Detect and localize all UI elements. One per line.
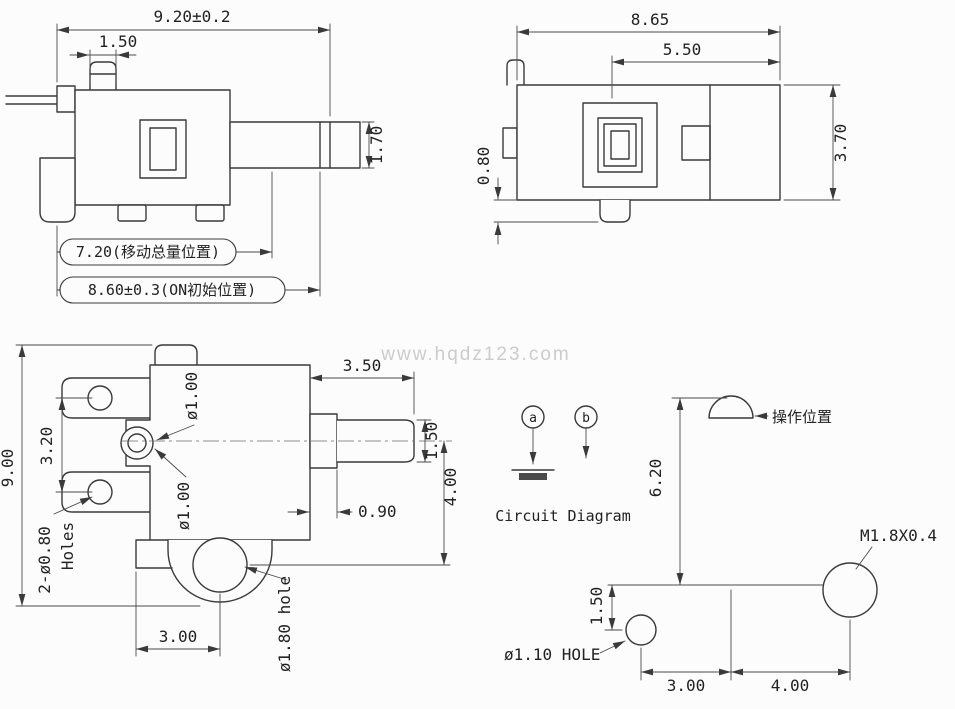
watermark-text: www.hqdz123.com: [380, 344, 570, 365]
dim-pcb-hole-offset-y: 1.50: [587, 587, 606, 626]
terminal-a-circle: [521, 405, 545, 429]
pcb-small-hole-label: ø1.10 HOLE: [504, 645, 600, 664]
dim-front-hole-offset-x: 3.00: [159, 627, 198, 646]
dim-front-hole-pitch: 3.20: [37, 427, 56, 466]
top-view-dimensions: 8.65 5.50 3.70 0.80: [474, 10, 850, 245]
circuit-terminal-b-label: b: [582, 411, 590, 426]
dim-top-tab-height: 0.80: [474, 147, 493, 186]
callout-initial-position: 8.60±0.3(ON初始位置): [88, 281, 256, 299]
front-view-outline: [61, 344, 452, 603]
pcb-dimensions: 操作位置 6.20 M1.8X0.4 1.50 ø1.10 HOLE 3.00 …: [504, 397, 937, 695]
side-view-dimensions: 9.20±0.2 1.50 1.70 7.20(移动总量位置) 8.60±0.3…: [56, 7, 386, 304]
terminal-b-circle: [574, 405, 598, 429]
dim-side-button-width: 1.50: [99, 32, 138, 51]
dim-front-flange-width: 0.90: [358, 502, 397, 521]
pcb-layout: 操作位置 6.20 M1.8X0.4 1.50 ø1.10 HOLE 3.00 …: [504, 395, 937, 695]
dim-pcb-vertical-distance: 6.20: [646, 459, 665, 498]
top-view: 8.65 5.50 3.70 0.80: [474, 10, 850, 245]
callout-travel-position: 7.20(移动总量位置): [76, 243, 220, 261]
circuit-terminal-a-label: a: [529, 411, 537, 426]
front-view: 9.00 3.20 ø1.00 ø1.00 3.50 1.50 4.00: [0, 344, 460, 672]
pcb-outline: [607, 395, 878, 646]
dim-top-body-depth: 3.70: [831, 124, 850, 163]
label-front-holes-note-1: 2-ø0.80: [35, 526, 54, 593]
label-front-hole-dia-upper: ø1.00: [182, 372, 201, 420]
dim-side-plunger-dia: 1.70: [367, 126, 386, 165]
side-view-outline: [5, 61, 361, 223]
side-view: 9.20±0.2 1.50 1.70 7.20(移动总量位置) 8.60±0.3…: [5, 7, 386, 304]
front-view-dimensions: 9.00 3.20 ø1.00 ø1.00 3.50 1.50 4.00: [0, 344, 460, 672]
actuator-dome: [708, 395, 754, 419]
circuit-diagram: a b Circuit Diagram: [495, 405, 631, 525]
top-view-outline: [502, 59, 781, 223]
dim-top-inner-width: 5.50: [663, 40, 702, 59]
pcb-operation-position-label: 操作位置: [772, 408, 832, 426]
dim-top-overall-width: 8.65: [631, 10, 670, 29]
dim-pcb-pitch-left: 3.00: [667, 676, 706, 695]
dim-front-overall-height: 9.00: [0, 449, 17, 488]
small-hole-circle: [625, 614, 657, 646]
dim-front-plunger-dia: 1.50: [422, 422, 441, 461]
contact-plate: [519, 473, 547, 480]
thread-hole-circle: [822, 562, 878, 618]
circuit-caption: Circuit Diagram: [495, 507, 630, 525]
label-front-hole-dia-lower: ø1.00: [174, 482, 193, 530]
label-front-big-hole: ø1.80 hole: [275, 576, 294, 672]
dim-pcb-pitch-right: 4.00: [771, 676, 810, 695]
label-front-holes-note-2: Holes: [58, 522, 77, 570]
dim-side-overall-length: 9.20±0.2: [153, 7, 230, 26]
pcb-thread-label: M1.8X0.4: [860, 526, 937, 545]
dim-front-plunger-length: 3.50: [343, 356, 382, 375]
dim-front-axis-offset: 4.00: [441, 468, 460, 507]
